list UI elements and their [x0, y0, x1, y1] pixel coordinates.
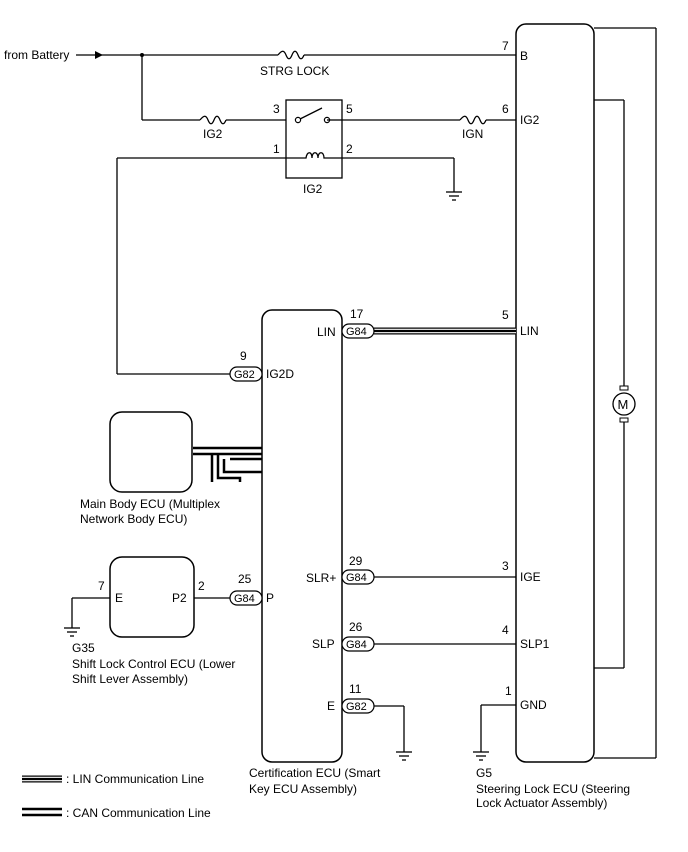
- ig2-relay: [285, 99, 343, 179]
- main-body-ecu-name-2: Network Body ECU): [80, 512, 187, 526]
- cert-pin-e-label: E: [327, 699, 335, 713]
- pin-ig2-number: 6: [502, 102, 509, 116]
- pin-ig2-label: IG2: [520, 113, 540, 127]
- connector-g84-slr: [341, 569, 375, 585]
- connector-g84-slr-text: G84: [346, 572, 367, 584]
- legend-lin-symbol: [22, 775, 62, 783]
- strg-lock-fuse-label: STRG LOCK: [260, 64, 329, 78]
- connector-g84-lin-text: G84: [346, 326, 367, 338]
- connector-g84-p-text: G84: [234, 593, 255, 605]
- main-body-ecu: [109, 411, 193, 493]
- pin-slp1-number: 4: [502, 623, 509, 637]
- cert-pin-lin-number: 17: [350, 307, 364, 321]
- shift-pin-e-label: E: [115, 591, 123, 605]
- pin-lin-number: 5: [502, 308, 509, 322]
- relay-ground-icon: [446, 191, 462, 201]
- relay-pin-1: 1: [273, 142, 280, 156]
- shift-pin-p2-number: 2: [198, 579, 205, 593]
- cert-ecu-ground-icon: [396, 751, 412, 761]
- pin-slp1-label: SLP1: [520, 637, 550, 651]
- steering-lock-ecu: [515, 23, 595, 763]
- pin-b-label: B: [520, 49, 528, 63]
- relay-coil-icon: [286, 152, 342, 159]
- steering-lock-ecu-name-1: Steering Lock ECU (Steering: [476, 782, 630, 796]
- pin-lin-label: LIN: [520, 324, 539, 338]
- shift-lock-ecu-name-1: Shift Lock Control ECU (Lower: [72, 657, 235, 671]
- cert-ecu-name-2: Key ECU Assembly): [249, 782, 357, 796]
- pin-ige-number: 3: [502, 559, 509, 573]
- main-body-ecu-name-1: Main Body ECU (Multiplex: [80, 497, 220, 511]
- relay-pin-3: 3: [273, 102, 280, 116]
- cert-pin-p-label: P: [266, 591, 274, 605]
- g35-ground-code: G35: [72, 641, 95, 655]
- steering-lock-ecu-name-2: Lock Actuator Assembly): [476, 796, 607, 810]
- cert-ecu-name-1: Certification ECU (Smart: [249, 766, 381, 780]
- connector-g82-e: [341, 698, 375, 714]
- pin-gnd-label: GND: [520, 698, 547, 712]
- pin-gnd-number: 1: [505, 684, 512, 698]
- connector-g84-slp-text: G84: [346, 639, 367, 651]
- certification-ecu: [261, 309, 343, 763]
- strg-lock-fuse: [277, 50, 305, 60]
- cert-pin-slr-number: 29: [349, 554, 363, 568]
- g5-ground-icon: [473, 751, 489, 761]
- cert-pin-slp-label: SLP: [312, 637, 335, 651]
- ign-fuse: [459, 115, 487, 125]
- shift-pin-p2-label: P2: [172, 591, 187, 605]
- motor-symbol: M: [618, 397, 629, 412]
- relay-pin-5: 5: [346, 102, 353, 116]
- cert-pin-slp-number: 26: [349, 620, 363, 634]
- connector-g82-e-text: G82: [346, 701, 367, 713]
- can-communication-line: [193, 446, 262, 482]
- connector-g82-ig2d-text: G82: [234, 369, 255, 381]
- shift-pin-e-number: 7: [98, 579, 105, 593]
- lin-communication-line: [374, 327, 516, 335]
- connector-g84-slp: [341, 636, 375, 652]
- battery-label: from Battery: [4, 48, 69, 62]
- legend-lin-label: : LIN Communication Line: [66, 772, 204, 786]
- legend-can-label: : CAN Communication Line: [66, 806, 211, 820]
- battery-arrow-icon: [95, 51, 103, 59]
- ign-fuse-label: IGN: [462, 127, 483, 141]
- motor-icon: [612, 392, 636, 416]
- shift-lock-ecu-name-2: Shift Lever Assembly): [72, 672, 188, 686]
- connector-g82-ig2d: [229, 366, 263, 382]
- pin-ige-label: IGE: [520, 570, 541, 584]
- shift-lock-ecu: [109, 556, 195, 638]
- legend-can-symbol: [22, 807, 62, 817]
- pin-b-number: 7: [502, 39, 509, 53]
- ig2-fuse: [199, 115, 227, 125]
- g35-ground-icon: [64, 627, 80, 637]
- cert-pin-p-number: 25: [238, 572, 252, 586]
- connector-g84-p: [229, 590, 263, 606]
- connector-g84-lin: [341, 323, 375, 339]
- cert-pin-ig2d-label: IG2D: [266, 367, 294, 381]
- relay-label: IG2: [303, 182, 323, 196]
- g5-ground-code: G5: [476, 766, 492, 780]
- cert-pin-lin-label: LIN: [317, 325, 336, 339]
- cert-pin-slr-label: SLR+: [306, 571, 336, 585]
- relay-pin-2: 2: [346, 142, 353, 156]
- ig2-fuse-label: IG2: [203, 127, 223, 141]
- cert-pin-ig2d-number: 9: [240, 349, 247, 363]
- cert-pin-e-number: 11: [349, 682, 362, 696]
